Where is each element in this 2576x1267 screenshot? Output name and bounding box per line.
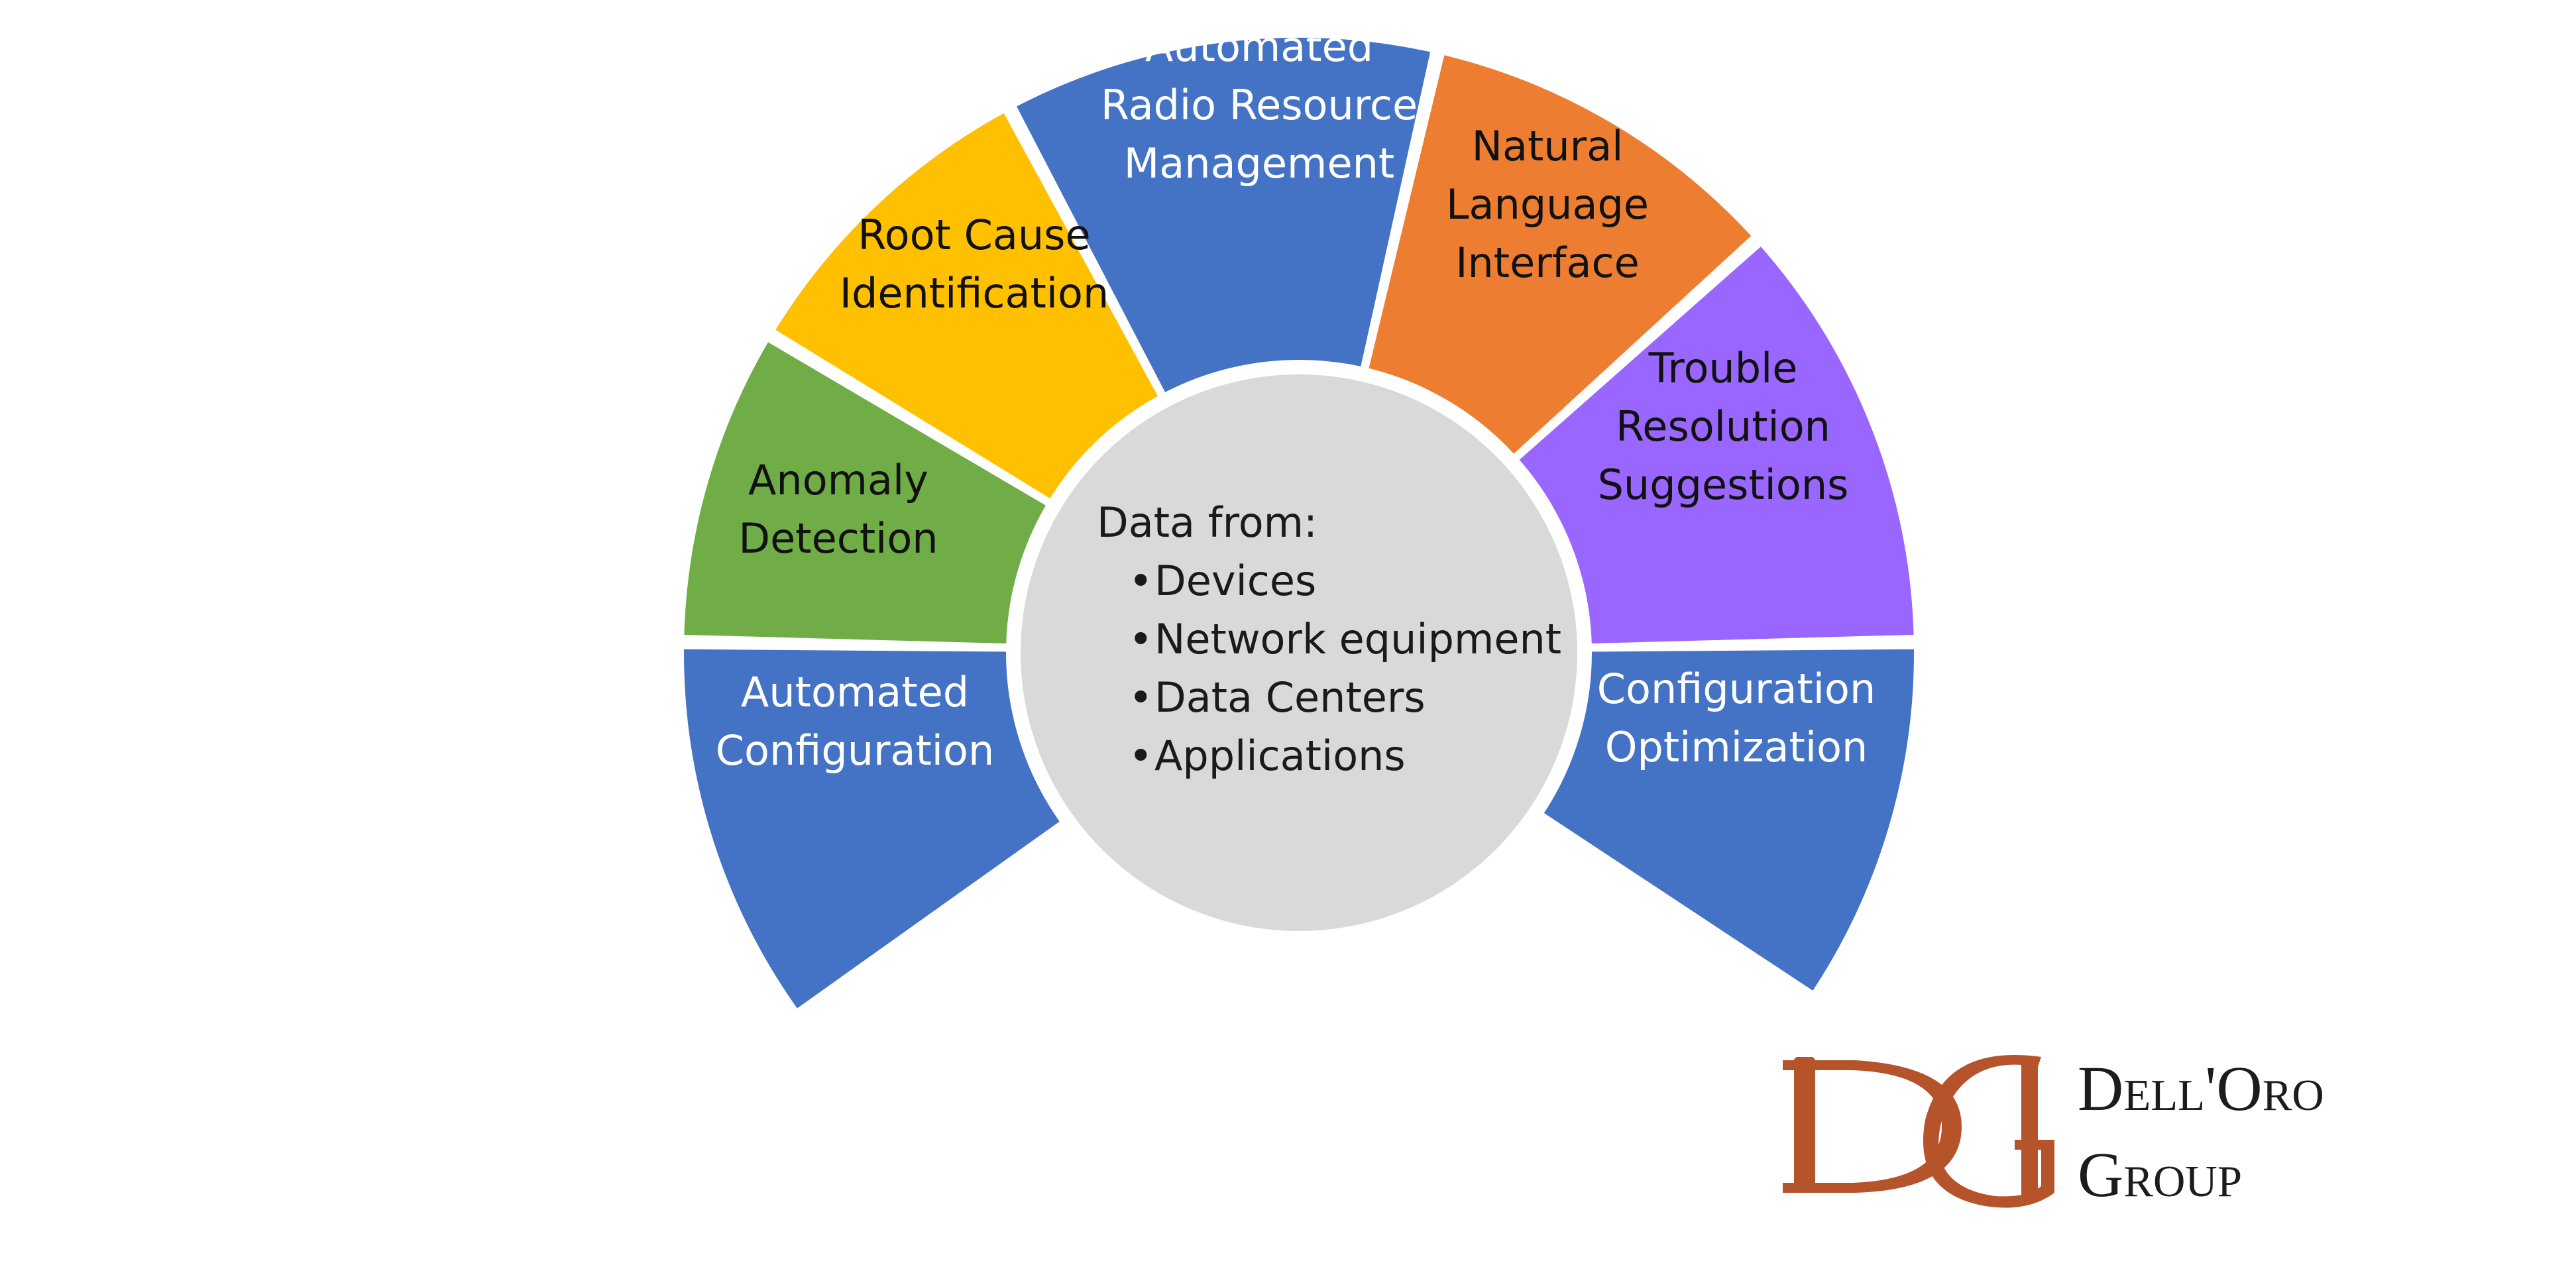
- segment-label-line: Suggestions: [1598, 461, 1849, 509]
- dell-oro-group-logo: Dell'Oro Group: [1783, 1053, 2324, 1210]
- hub-bullet: •: [1129, 615, 1153, 663]
- hub-bullet: •: [1129, 673, 1153, 722]
- capability-ring: [681, 35, 1917, 1013]
- segment-label-line: Detection: [738, 514, 938, 563]
- hub-heading: Data from:: [1097, 498, 1317, 547]
- segment-label-line: Anomaly: [748, 456, 928, 504]
- logo-wordmark-line2: Group: [2078, 1139, 2242, 1210]
- hub-source-list: •Devices•Network equipment•Data Centers•…: [1129, 557, 1561, 780]
- segment-label-line: Automated: [1145, 23, 1373, 71]
- logo-monogram-mark: [1783, 1055, 2054, 1208]
- segment-trouble-resolution-suggestions: [1515, 243, 1917, 647]
- segment-label-line: Optimization: [1605, 723, 1868, 771]
- hub-source-item: Devices: [1154, 557, 1316, 605]
- hub-source-item: Applications: [1154, 732, 1406, 780]
- segment-automated-configuration: [681, 646, 1064, 1013]
- segment-label-line: Configuration: [716, 726, 994, 775]
- segment-label-line: Management: [1124, 139, 1394, 188]
- segment-label-line: Natural: [1472, 122, 1624, 170]
- segment-label-line: Trouble: [1648, 344, 1798, 392]
- hub-source-item: Data Centers: [1154, 673, 1426, 722]
- segment-root-cause-identification: [771, 109, 1162, 502]
- hub-bullet: •: [1129, 732, 1153, 780]
- logo-wordmark-line1: Dell'Oro: [2078, 1053, 2324, 1124]
- hub-circle: [1021, 374, 1577, 931]
- segment-label-line: Configuration: [1597, 665, 1876, 713]
- hub-bullet: •: [1129, 557, 1153, 605]
- segment-label-line: Automated: [741, 668, 969, 716]
- segment-label-line: Resolution: [1616, 402, 1830, 451]
- segment-natural-language-interface: [1365, 52, 1755, 458]
- segment-label-line: Identification: [840, 269, 1109, 317]
- segment-anomaly-detection: [681, 338, 1050, 647]
- segment-label-line: Root Cause: [858, 211, 1090, 259]
- segment-configuration-optimization: [1540, 646, 1917, 995]
- segment-automated-radio-resource-management: [1013, 35, 1433, 396]
- segment-label-line: Radio Resource: [1101, 81, 1418, 129]
- segment-label-line: Interface: [1455, 239, 1640, 287]
- hub-source-item: Network equipment: [1154, 615, 1561, 663]
- data-sources-hub: Data from: •Devices•Network equipment•Da…: [1021, 374, 1577, 931]
- segment-label-line: Language: [1446, 180, 1649, 229]
